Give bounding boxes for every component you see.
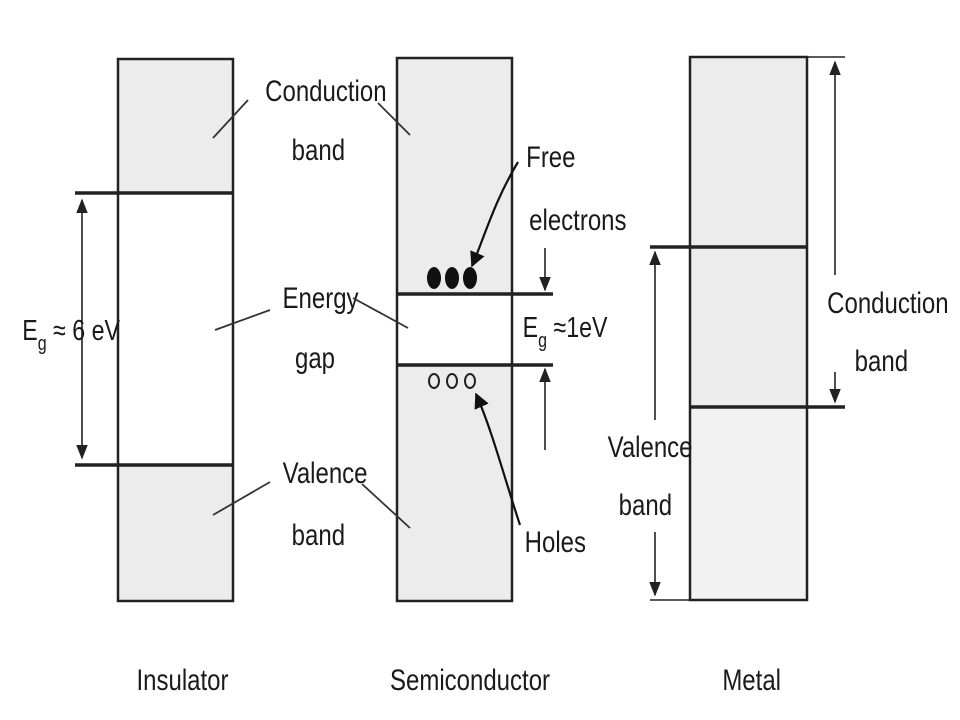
electron-dot bbox=[445, 267, 459, 289]
metal-lower-band bbox=[690, 407, 807, 600]
electron-dot bbox=[463, 267, 477, 289]
insulator-gap-label-2: gap bbox=[295, 340, 335, 374]
holes bbox=[428, 373, 476, 389]
insulator-valence-label-1: Valence bbox=[283, 455, 368, 489]
holes-leader bbox=[474, 392, 522, 526]
semiconductor-column: Eg ≈1eV Free electrons Holes Semiconduct… bbox=[352, 56, 627, 697]
metal-column: Conduction band Valence band Metal bbox=[608, 55, 949, 697]
metal-caption: Metal bbox=[722, 662, 781, 696]
electron-dot bbox=[427, 267, 441, 289]
insulator-conduction-band bbox=[118, 59, 233, 193]
insulator-outline bbox=[116, 57, 235, 603]
semiconductor-gap-leader-right bbox=[352, 297, 409, 329]
insulator-gap-value: Eg ≈ 6 eV bbox=[22, 313, 120, 354]
insulator-valence-label-2: band bbox=[292, 517, 345, 551]
semiconductor-valence-band bbox=[397, 365, 512, 601]
semiconductor-conduction-band bbox=[397, 58, 512, 294]
insulator-caption: Insulator bbox=[137, 662, 229, 696]
insulator-column: Eg ≈ 6 eV Conduction band Energy gap Val… bbox=[22, 57, 387, 697]
hole-circle bbox=[428, 373, 440, 389]
semiconductor-gap-value: Eg ≈1eV bbox=[523, 310, 608, 351]
metal-middle-band bbox=[690, 247, 807, 407]
insulator-gap-leader-left bbox=[214, 309, 271, 331]
metal-outline bbox=[688, 55, 809, 602]
free-electrons-label-1: Free bbox=[526, 139, 575, 173]
insulator-conduction-leader bbox=[212, 99, 249, 139]
insulator-valence-band bbox=[118, 465, 233, 601]
insulator-gap-label-1: Energy bbox=[283, 280, 359, 314]
semiconductor-conduction-leader bbox=[377, 102, 411, 136]
insulator-conduction-label-2: band bbox=[292, 132, 345, 166]
free-electrons-leader bbox=[470, 161, 519, 268]
free-electrons-label-2: electrons bbox=[529, 202, 626, 236]
holes-label: Holes bbox=[525, 524, 586, 558]
metal-upper-band bbox=[690, 57, 807, 247]
semiconductor-caption: Semiconductor bbox=[390, 662, 550, 696]
metal-valence-label-1: Valence bbox=[608, 429, 693, 463]
metal-valence-label-2: band bbox=[619, 487, 672, 521]
insulator-conduction-label-1: Conduction bbox=[265, 73, 386, 107]
semiconductor-valence-leader bbox=[361, 483, 411, 529]
hole-circle bbox=[446, 373, 458, 389]
free-electrons bbox=[427, 267, 477, 289]
metal-conduction-label-2: band bbox=[855, 343, 908, 377]
insulator-valence-leader bbox=[212, 481, 271, 516]
metal-conduction-label-1: Conduction bbox=[827, 285, 948, 319]
semiconductor-outline bbox=[395, 56, 514, 603]
hole-circle bbox=[464, 373, 476, 389]
